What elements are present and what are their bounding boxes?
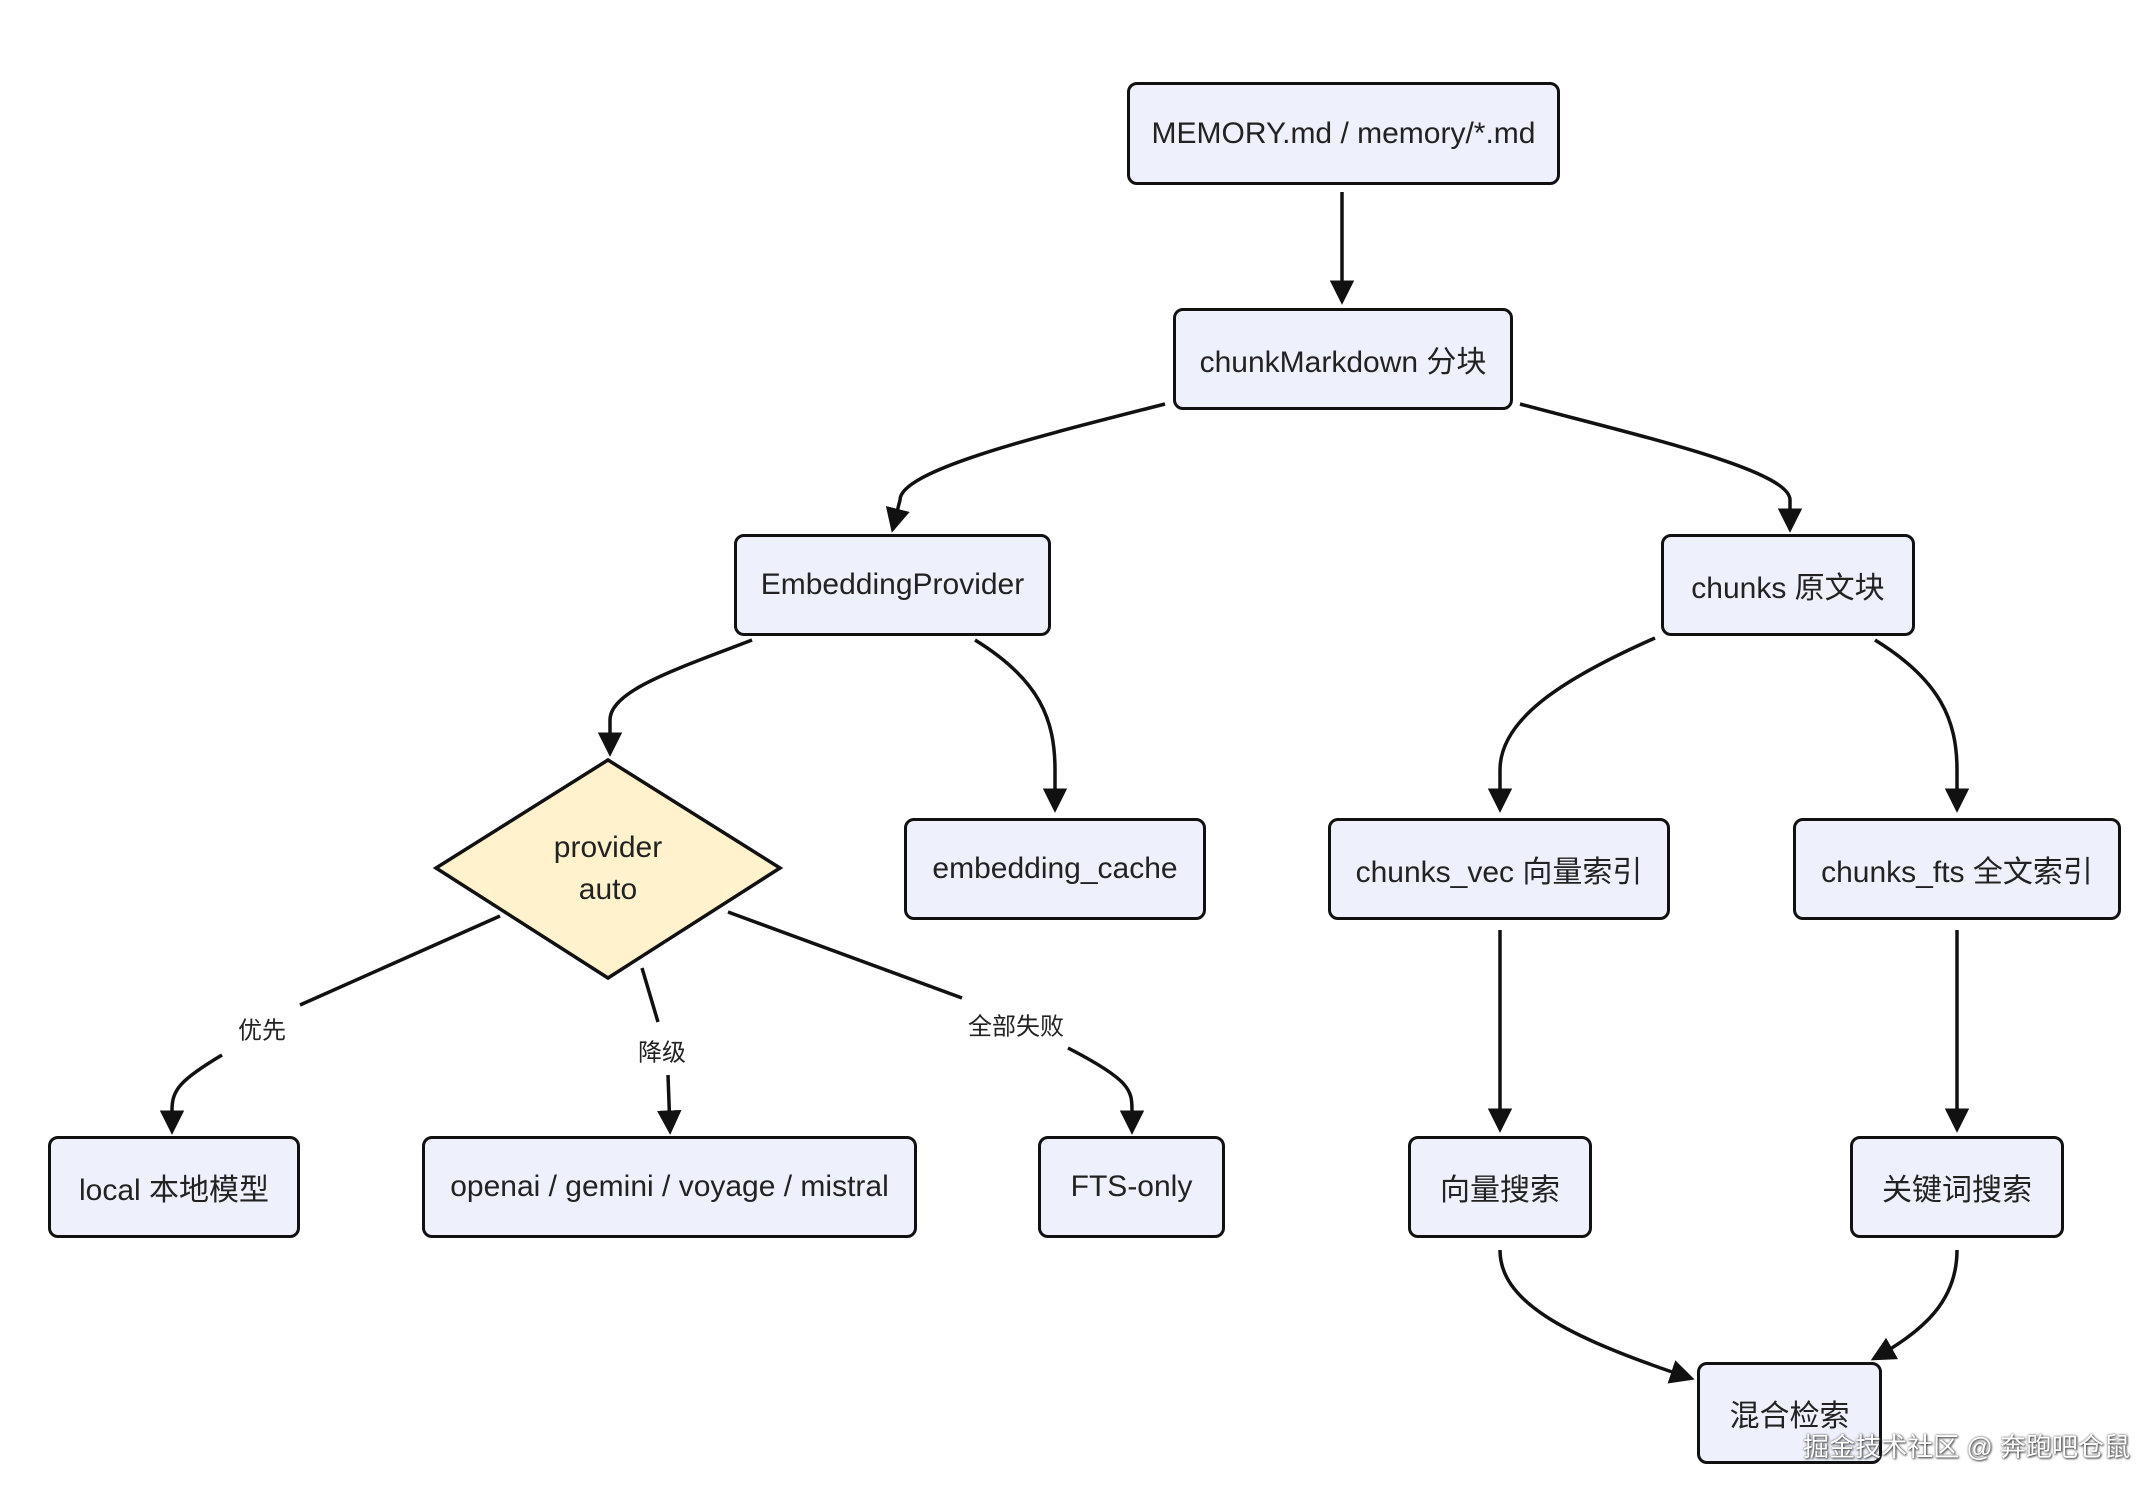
node-chunks-vec-label: chunks_vec 向量索引 (1355, 856, 1643, 889)
node-hybrid-search-label: 混合检索 (1729, 1400, 1850, 1433)
edge-raw-to-fts (1874, 638, 1970, 813)
node-chunk-markdown: chunkMarkdown 分块 (1173, 308, 1513, 410)
node-remote-models-label: openai / gemini / voyage / mistral (450, 1170, 889, 1203)
edge-embedding-to-provider (597, 638, 753, 757)
node-chunks-vec: chunks_vec 向量索引 (1328, 818, 1670, 920)
edge-chunk-to-raw (1519, 402, 1803, 533)
provider-auto-diamond (432, 757, 784, 981)
watermark-text: 掘金技术社区 @ 奔跑吧仓鼠 (1803, 1432, 2130, 1462)
node-vector-search-label: 向量搜索 (1440, 1174, 1560, 1207)
node-remote-models: openai / gemini / voyage / mistral (422, 1136, 917, 1238)
provider-auto-line2: auto (578, 873, 638, 906)
edge-provider-to-local (172, 914, 501, 1130)
edge-keyword-to-hybrid (1870, 1249, 1959, 1361)
edge-provider-to-remote (640, 967, 670, 1130)
node-chunks-fts: chunks_fts 全文索引 (1793, 818, 2121, 920)
node-memory-files: MEMORY.md / memory/*.md (1127, 82, 1560, 185)
node-memory-files-label: MEMORY.md / memory/*.md (1151, 116, 1536, 150)
node-embedding-provider: EmbeddingProvider (734, 534, 1051, 636)
edge-chunk-to-embedding (885, 402, 1166, 533)
edge-embedding-to-cache (974, 638, 1068, 813)
node-chunk-markdown-label: chunkMarkdown 分块 (1199, 346, 1487, 379)
edge-provider-to-fts-only (727, 910, 1132, 1130)
node-vector-search: 向量搜索 (1408, 1136, 1592, 1238)
node-embedding-cache-label: embedding_cache (932, 852, 1178, 885)
node-chunks-raw: chunks 原文块 (1661, 534, 1915, 636)
edge-label-downgrade: 降级 (632, 1030, 692, 1070)
node-embedding-cache: embedding_cache (904, 818, 1206, 920)
provider-auto-line1: provider (553, 831, 663, 864)
node-hybrid-search: 混合检索 (1697, 1362, 1882, 1464)
node-fts-only-label: FTS-only (1070, 1170, 1193, 1203)
node-keyword-search: 关键词搜索 (1850, 1136, 2064, 1238)
edge-raw-to-vec (1487, 636, 1656, 813)
node-local-model-label: local 本地模型 (78, 1174, 270, 1207)
node-embedding-provider-label: EmbeddingProvider (760, 568, 1025, 601)
node-local-model: local 本地模型 (48, 1136, 300, 1238)
node-fts-only: FTS-only (1038, 1136, 1225, 1238)
node-provider-auto-label: provider auto (498, 827, 718, 911)
node-chunks-raw-label: chunks 原文块 (1691, 572, 1885, 605)
node-chunks-fts-label: chunks_fts 全文索引 (1821, 856, 2093, 889)
edge-label-all-fail: 全部失败 (962, 1004, 1070, 1044)
edge-label-prefer: 优先 (232, 1008, 292, 1048)
node-keyword-search-label: 关键词搜索 (1882, 1174, 2032, 1207)
edge-vector-to-hybrid (1498, 1249, 1695, 1384)
